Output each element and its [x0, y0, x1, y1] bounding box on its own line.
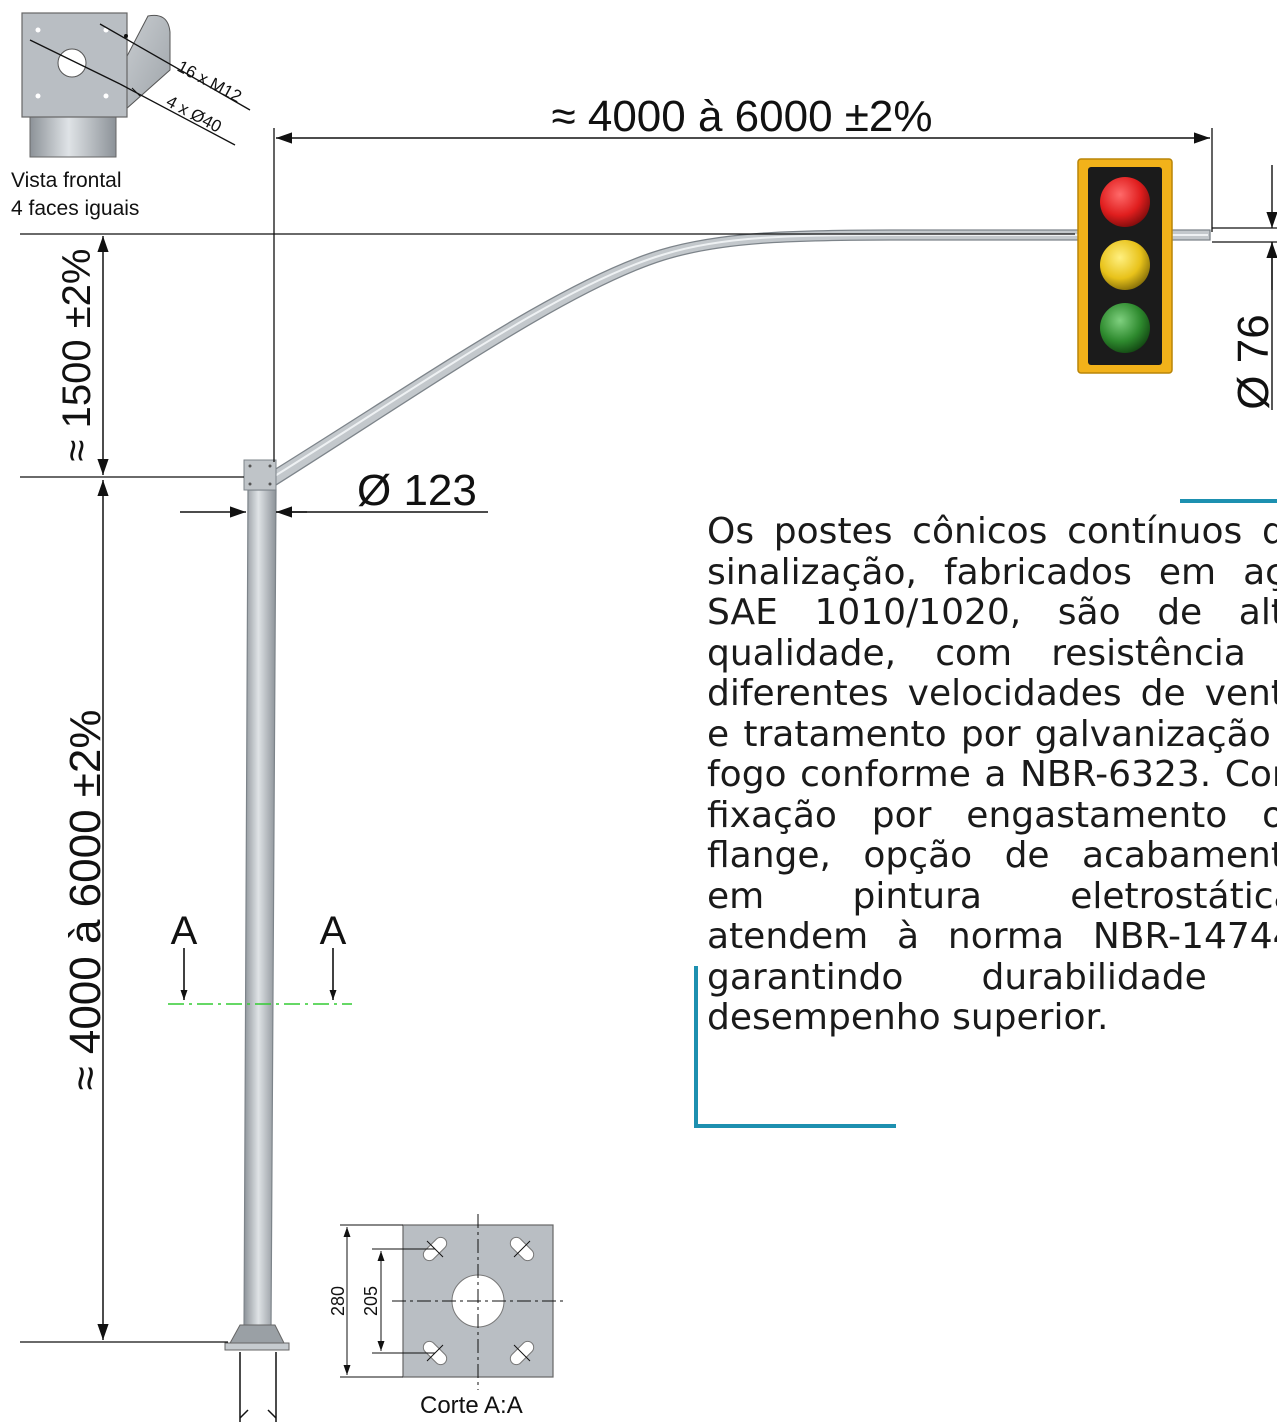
pole-diameter-label: Ø 123 — [357, 466, 477, 515]
accent-line-top — [1180, 499, 1277, 503]
arm-diameter-label: Ø 76 — [1229, 314, 1277, 409]
accent-line-bottom — [694, 1124, 896, 1128]
section-caption: Corte A:A — [420, 1392, 523, 1419]
base-plate-section — [340, 1214, 566, 1390]
arm-rise-label: ≈ 1500 ±2% — [55, 249, 99, 462]
traffic-light-icon — [1077, 158, 1173, 374]
accent-line-left — [694, 966, 698, 1128]
holes-label: 4 x Ø40 — [163, 92, 224, 137]
product-description: Os postes cônicos contínuos de sinalizaç… — [707, 511, 1277, 1038]
plate-inner-label: 205 — [361, 1286, 381, 1316]
front-view-note: 4 faces iguais — [11, 197, 140, 220]
flange-front-view — [21, 12, 251, 158]
front-view-caption: Vista frontal — [11, 169, 122, 192]
section-label-right: A — [320, 909, 347, 953]
section-line-a-a — [168, 948, 352, 1005]
section-label-left: A — [171, 909, 198, 953]
foundation-arrows — [239, 1352, 277, 1422]
pole-height-label: ≈ 4000 à 6000 ±2% — [61, 709, 110, 1090]
plate-outer-label: 280 — [328, 1286, 348, 1316]
arm-length-label: ≈ 4000 à 6000 ±2% — [551, 92, 932, 141]
pole-structure — [224, 229, 1211, 1351]
